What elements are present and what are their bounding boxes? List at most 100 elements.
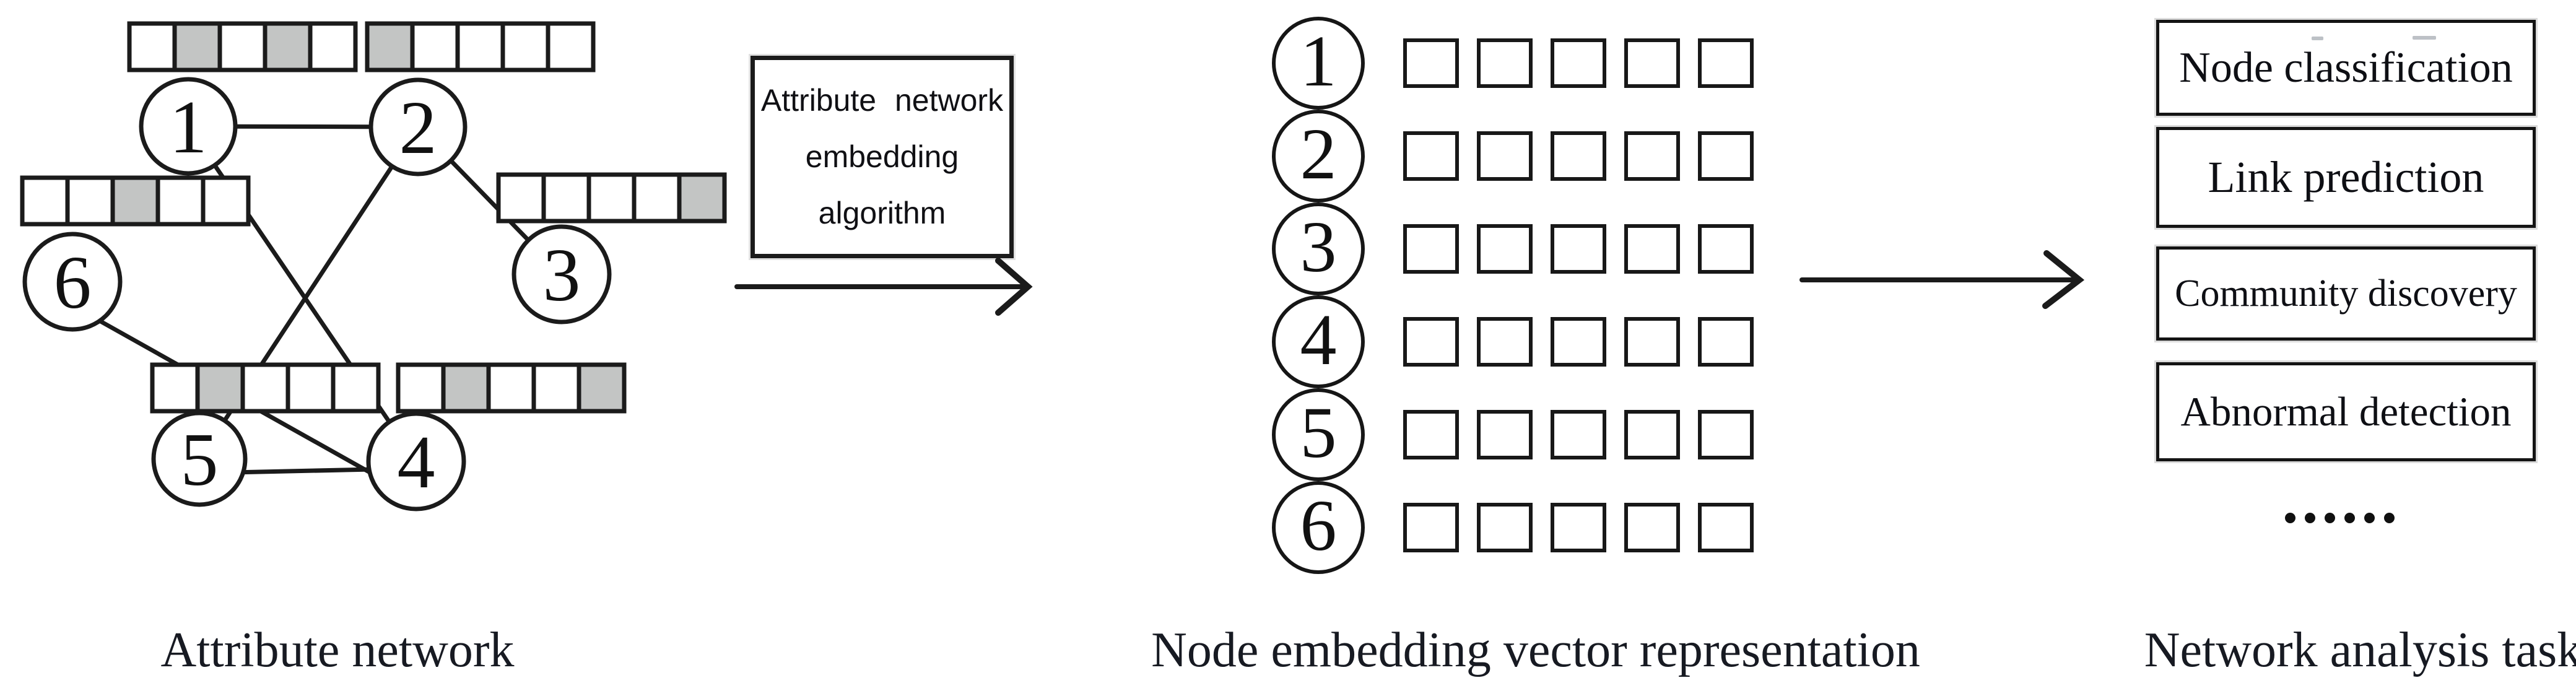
- node-circle-4: [366, 411, 466, 511]
- attribute-cell-6-4: [201, 175, 251, 227]
- embedding-row-1: 1: [1272, 17, 1772, 110]
- node-circle-2: [368, 77, 468, 176]
- embedding-dim-cell: [1551, 410, 1606, 459]
- embedding-dim-cell: [1551, 131, 1606, 181]
- embedding-row-2: 2: [1272, 110, 1772, 202]
- embedding-row-6: 6: [1272, 481, 1772, 574]
- attribute-cell-2-4: [546, 21, 596, 72]
- embedding-node-number-5: 5: [1272, 388, 1365, 481]
- dot-icon: [2364, 513, 2375, 523]
- embedding-dim-cell: [1403, 503, 1459, 552]
- attribute-cell-5-0: [150, 362, 200, 414]
- attribute-cell-6-1: [65, 175, 115, 227]
- embedding-dim-cell: [1477, 131, 1533, 181]
- embedding-node-number-6: 6: [1272, 481, 1365, 574]
- embedding-dim-cell: [1403, 131, 1459, 181]
- task-box-abnormal-detection: Abnormal detection: [2156, 362, 2536, 461]
- embedding-dim-cell: [1698, 503, 1754, 552]
- label-attribute-network: Attribute network: [160, 623, 515, 677]
- attribute-cell-3-0: [496, 172, 546, 224]
- task-label: Community discovery: [2175, 272, 2517, 315]
- embedding-dim-cell: [1624, 410, 1680, 459]
- node-number-4: 4: [398, 420, 435, 504]
- attribute-cell-6-3: [155, 175, 206, 227]
- embedding-node-number-1: 1: [1272, 17, 1365, 110]
- attribute-cell-5-1-shaded: [195, 362, 245, 414]
- embedding-dim-cell: [1477, 410, 1533, 459]
- node-circle-6: [22, 232, 123, 332]
- attribute-cell-2-2: [455, 21, 505, 72]
- embedding-dim-cell: [1698, 38, 1754, 88]
- embedding-dim-cell: [1477, 317, 1533, 367]
- algorithm-box-line: Attribute network: [760, 83, 1004, 118]
- embedding-dim-cell: [1403, 38, 1459, 88]
- label-network-analysis: Network analysis task: [2144, 623, 2576, 677]
- attribute-cell-2-1: [410, 21, 460, 72]
- node-circle-3: [511, 224, 612, 324]
- embedding-node-number-2: 2: [1272, 110, 1365, 202]
- embedding-dim-cell: [1624, 317, 1680, 367]
- embedding-dim-cell: [1403, 317, 1459, 367]
- dot-icon: [2384, 513, 2395, 523]
- embedding-dim-cell: [1551, 224, 1606, 274]
- node-number-3: 3: [543, 233, 581, 317]
- attribute-cell-2-3: [500, 21, 550, 72]
- node-number-6: 6: [54, 241, 92, 324]
- attribute-cell-1-3-shaded: [263, 21, 313, 72]
- dot-icon: [2325, 513, 2335, 523]
- embedding-node-number-4: 4: [1272, 295, 1365, 388]
- node-number-1: 1: [170, 85, 207, 169]
- attribute-cell-5-2: [240, 362, 290, 414]
- task-box-link-prediction: Link prediction: [2156, 127, 2536, 228]
- task-label: Link prediction: [2208, 152, 2484, 202]
- embedding-dim-cell: [1477, 503, 1533, 552]
- embedding-dim-cell: [1403, 224, 1459, 274]
- embedding-dim-cell: [1698, 317, 1754, 367]
- ellipsis-dots: [2285, 513, 2395, 523]
- task-box-community-discovery: Community discovery: [2156, 246, 2536, 341]
- attribute-cell-6-2-shaded: [110, 175, 160, 227]
- attribute-cell-1-0: [127, 21, 177, 72]
- embedding-dim-cell: [1624, 503, 1680, 552]
- attribute-cell-5-4: [331, 362, 381, 414]
- embedding-row-3: 3: [1272, 202, 1772, 295]
- embedding-dim-cell: [1698, 224, 1754, 274]
- embedding-row-4: 4: [1272, 295, 1772, 388]
- arrow-middle-to-right-icon: [1799, 250, 2085, 309]
- task-box-node-classification: Node classification: [2156, 20, 2536, 116]
- node-number-2: 2: [399, 86, 437, 170]
- dot-icon: [2305, 513, 2315, 523]
- embedding-dim-cell: [1403, 410, 1459, 459]
- label-node-embedding: Node embedding vector representation: [1151, 623, 1920, 677]
- node-number-5: 5: [181, 418, 219, 502]
- embedding-dim-cell: [1551, 317, 1606, 367]
- embedding-dim-cell: [1477, 38, 1533, 88]
- attribute-cell-1-4: [308, 21, 358, 72]
- node-circle-1: [139, 77, 238, 176]
- attribute-cell-3-4-shaded: [677, 172, 727, 224]
- task-label: Node classification: [2179, 43, 2513, 92]
- embedding-dim-cell: [1624, 38, 1680, 88]
- task-label: Abnormal detection: [2180, 388, 2512, 435]
- attribute-cell-5-3: [285, 362, 336, 414]
- attribute-cell-4-1-shaded: [441, 362, 491, 414]
- embedding-dim-cell: [1477, 224, 1533, 274]
- embedding-row-5: 5: [1272, 388, 1772, 481]
- embedding-dim-cell: [1698, 131, 1754, 181]
- attribute-cell-6-0: [20, 175, 70, 227]
- attribute-cell-4-0: [396, 362, 446, 414]
- attribute-cell-4-2: [486, 362, 536, 414]
- attribute-cell-2-0-shaded: [365, 21, 415, 72]
- embedding-dim-cell: [1551, 503, 1606, 552]
- attribute-cell-1-2: [217, 21, 268, 72]
- attribute-cell-4-4-shaded: [577, 362, 627, 414]
- embedding-dim-cell: [1624, 224, 1680, 274]
- algorithm-box-line: embedding: [805, 139, 959, 174]
- attribute-cell-3-2: [586, 172, 637, 224]
- attribute-cell-4-3: [531, 362, 581, 414]
- attribute-network-graph: 1 2 3 4 5 6: [20, 21, 727, 511]
- embedding-dim-cell: [1624, 131, 1680, 181]
- arrow-left-to-middle-icon: [734, 258, 1033, 316]
- clipped-text-remnant: [2413, 36, 2436, 40]
- attribute-cell-3-3: [632, 172, 682, 224]
